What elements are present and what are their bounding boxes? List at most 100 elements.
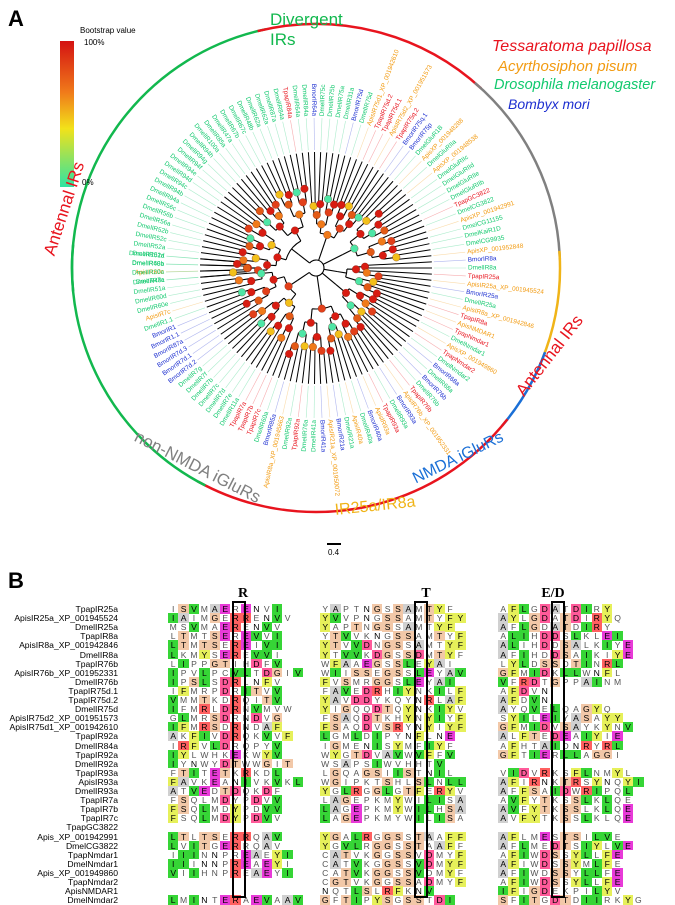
legend-top-label: 100% [84, 38, 104, 47]
residue: W [282, 704, 292, 714]
branch [396, 250, 431, 256]
guide-line [333, 385, 338, 417]
bootstrap-node [285, 350, 293, 358]
residue: I [592, 677, 602, 687]
guide-line [185, 325, 213, 340]
bootstrap-node [247, 235, 255, 243]
bootstrap-node [277, 334, 285, 342]
bootstrap-node [338, 201, 346, 209]
bootstrap-node [256, 242, 264, 250]
guide-line [333, 120, 338, 152]
bootstrap-node [350, 328, 358, 336]
branch [201, 278, 239, 283]
bootstrap-node [335, 330, 343, 338]
branch [221, 313, 252, 335]
bootstrap-node [324, 195, 332, 203]
branch [317, 276, 320, 298]
tip-label: TpapIR25a [468, 273, 500, 282]
bootstrap-node [336, 213, 344, 221]
residue: Y [445, 877, 455, 887]
panel-b-label: B [8, 568, 24, 594]
bootstrap-node [370, 278, 378, 286]
branch [246, 330, 269, 360]
bootstrap-node [257, 270, 265, 278]
bootstrap-node [364, 283, 372, 291]
bootstrap-node [357, 323, 365, 331]
residue: S [403, 895, 413, 905]
residue: G [320, 895, 330, 905]
branch [392, 232, 426, 243]
branch [352, 332, 373, 369]
guide-line [178, 314, 208, 326]
bootstrap-node [313, 333, 321, 341]
bootstrap-node [263, 261, 271, 269]
guide-line [246, 135, 261, 163]
guide-line [208, 164, 231, 186]
residue: G [540, 895, 550, 905]
guide-line [399, 161, 421, 184]
guide-line [298, 385, 302, 417]
bootstrap-node [243, 264, 251, 272]
scale-bar [327, 543, 341, 545]
guide-line [394, 156, 415, 180]
residue: I [282, 668, 292, 678]
alignment-row-name: DmelNmdar2 [0, 895, 118, 905]
residue: R [602, 895, 612, 905]
residue: L [571, 750, 581, 760]
tip-label: DmelIR20a [132, 269, 165, 277]
bootstrap-node [301, 185, 309, 193]
bootstrap-node [327, 335, 335, 343]
residue: T [540, 813, 550, 823]
bootstrap-node [369, 295, 377, 303]
residue: T [282, 759, 292, 769]
guide-line [169, 240, 200, 246]
bootstrap-node [378, 238, 386, 246]
guide-line [379, 367, 396, 394]
guide-line [185, 196, 213, 211]
bootstrap-node [347, 302, 355, 310]
bootstrap-node [313, 211, 321, 219]
residue: D [434, 895, 444, 905]
bootstrap-node [276, 191, 284, 199]
residue: Q [612, 813, 622, 823]
residue: H [199, 868, 209, 878]
guide-line [369, 134, 383, 163]
guide-line [403, 167, 427, 189]
guide-line [283, 383, 290, 414]
guide-line [433, 287, 465, 292]
guide-line [246, 372, 261, 400]
residue: E [262, 868, 272, 878]
bootstrap-node [375, 210, 383, 218]
bootstrap-node [330, 201, 338, 209]
guide-line [275, 382, 284, 413]
residue: A [282, 895, 292, 905]
branch [205, 290, 241, 301]
residue: I [581, 895, 591, 905]
bootstrap-node [291, 227, 299, 235]
branch [308, 152, 312, 206]
bootstrap-node [255, 297, 263, 305]
branch [338, 272, 347, 273]
bootstrap-node [238, 289, 246, 297]
bootstrap-node [243, 300, 251, 308]
residue: I [612, 750, 622, 760]
residue: E [540, 750, 550, 760]
branch [224, 316, 254, 339]
bootstrap-node [368, 308, 376, 316]
bootstrap-node [252, 255, 260, 263]
residue: F [508, 895, 518, 905]
residue: S [382, 895, 392, 905]
highlight-box-t [414, 601, 428, 898]
residue: M [612, 677, 622, 687]
residue: M [210, 813, 220, 823]
bootstrap-node [246, 242, 254, 250]
guide-line [411, 338, 437, 357]
branch [319, 351, 320, 384]
residue: E [220, 895, 230, 905]
guide-line [193, 182, 219, 200]
guide-line [226, 148, 245, 174]
residue: M [178, 895, 188, 905]
guide-line [219, 153, 240, 177]
bootstrap-node [355, 277, 363, 285]
residue: P [362, 895, 372, 905]
